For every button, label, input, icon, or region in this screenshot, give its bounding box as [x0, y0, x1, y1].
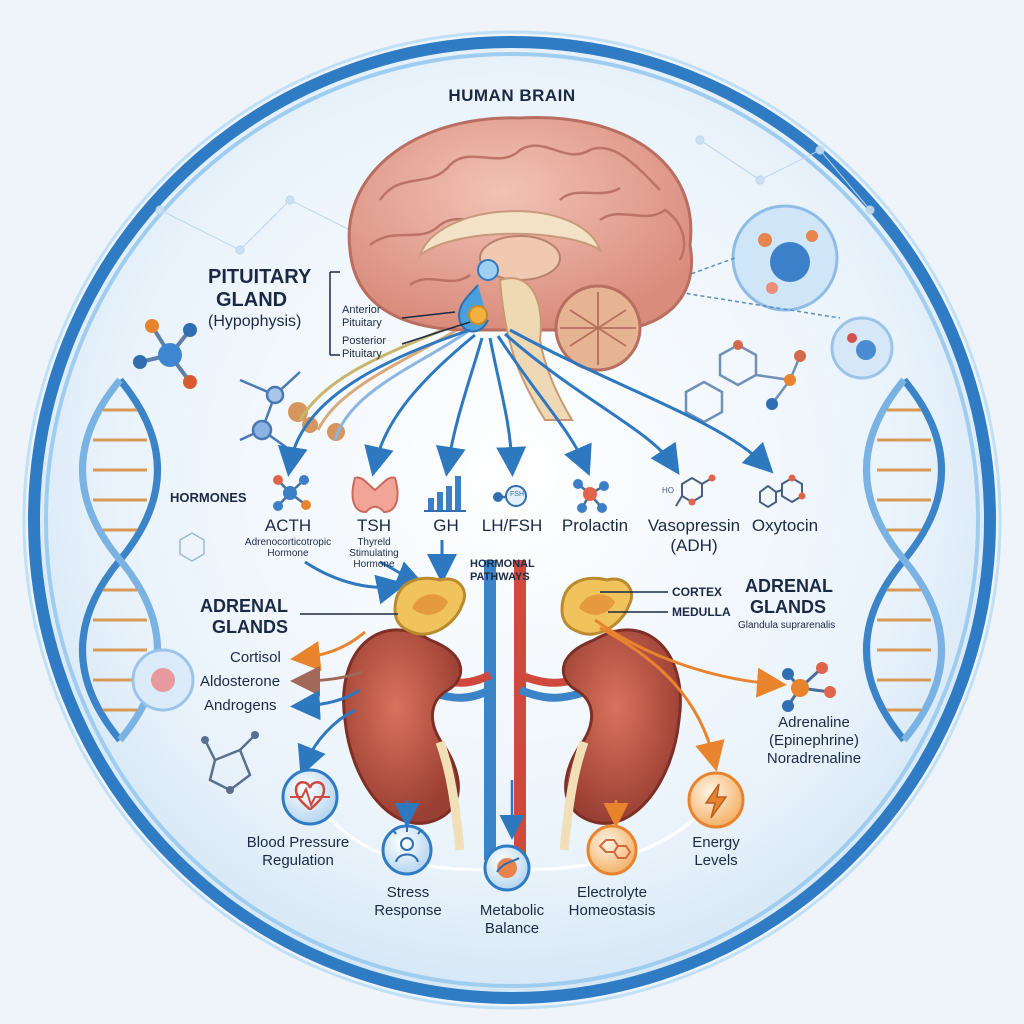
- hormone-vasopressin-adh: (ADH): [670, 536, 718, 555]
- effect-electrolyte-line1: Electrolyte: [576, 884, 648, 901]
- blood-vessels: [428, 560, 587, 860]
- effect-metabolic-line2: Balance: [484, 920, 540, 937]
- hormone-acth-sub2: Hormone: [267, 548, 309, 559]
- neuron-illustration: [239, 371, 345, 452]
- medulla-output-arrows: [594, 618, 787, 772]
- aldosterone-label: Aldosterone: [200, 673, 281, 690]
- posterior-pituitary-line1: Posterior: [342, 335, 387, 347]
- hormone-tsh-sub1: Thyreld: [357, 537, 391, 548]
- adrenal-right-line1: ADRENAL: [745, 576, 833, 596]
- androgens-label: Androgens: [204, 697, 277, 714]
- effect-arrows: [394, 780, 629, 840]
- hormones-label: HORMONES: [170, 490, 247, 505]
- hormone-tsh-sub2: Stimulating: [349, 548, 399, 559]
- adrenal-leader-lines: [300, 591, 668, 615]
- hormone-prolactin: Prolactin: [561, 516, 629, 535]
- network-background: [155, 135, 875, 255]
- vasopressin-ring-icon: [675, 474, 716, 507]
- pituitary-subtitle: (Hypophysis): [208, 313, 302, 330]
- adrenaline-molecule-icon: [782, 662, 836, 712]
- fsh-icon-text: FSH: [510, 491, 524, 498]
- hormonal-pathways-line2: PATHWAYS: [470, 571, 530, 583]
- hormone-tsh-sub3: Hormone: [353, 559, 395, 570]
- prolactin-molecule-icon: [573, 479, 609, 513]
- effect-energy-line1: Energy: [692, 834, 740, 851]
- epinephrine-label: (Epinephrine): [768, 732, 860, 749]
- hormone-icons: [273, 474, 806, 514]
- page-title: HUMAN BRAIN: [448, 86, 576, 105]
- lh-fsh-icon: [493, 485, 527, 507]
- pituitary-bracket: [329, 271, 471, 356]
- hormone-arrows: [277, 328, 774, 477]
- hormone-acth-sub1: Adrenocorticotropic: [244, 537, 332, 548]
- effect-blood-pressure-line1: Blood Pressure: [246, 834, 350, 851]
- right-kidney: [559, 628, 682, 851]
- anterior-pituitary-line1: Anterior: [342, 304, 381, 316]
- frame-ring: [28, 36, 996, 1004]
- hormone-oxytocin: Oxytocin: [751, 516, 819, 535]
- molecule-decoration-left: [133, 319, 197, 389]
- pituitary-gland: [468, 305, 488, 325]
- effect-blood-pressure-line2: Regulation: [262, 852, 334, 869]
- acth-molecule-icon: [273, 475, 311, 511]
- cell-illustration: [651, 204, 894, 380]
- posterior-pituitary-line2: Pituitary: [342, 348, 382, 360]
- lightning-icon: [687, 771, 745, 829]
- effect-stress-line2: Response: [374, 902, 442, 919]
- hexagon-molecule-icon: [586, 824, 638, 876]
- hormone-gh: GH: [433, 516, 459, 535]
- cortisol-label: Cortisol: [230, 649, 281, 666]
- pituitary-title-line1: PITUITARY: [208, 266, 312, 288]
- adrenal-left-line2: GLANDS: [212, 617, 288, 637]
- hormone-lh-fsh: LH/FSH: [481, 516, 543, 535]
- molecule-decoration-right: [684, 340, 806, 424]
- noradrenaline-label: Noradrenaline: [766, 750, 862, 767]
- dna-helix-right: [863, 377, 945, 743]
- adrenaline-label: Adrenaline: [778, 714, 850, 731]
- heart-pulse-icon: [281, 768, 339, 826]
- left-kidney: [342, 628, 465, 851]
- person-stress-icon: [381, 824, 433, 876]
- oxytocin-ring-icon: [759, 474, 806, 509]
- medulla-label: MEDULLA: [672, 605, 731, 619]
- hormone-acth: ACTH: [264, 516, 312, 535]
- effect-electrolyte-line2: Homeostasis: [568, 902, 656, 919]
- effect-icons: [281, 768, 745, 892]
- adrenal-right-line2: GLANDS: [750, 597, 826, 617]
- cell-icon: [483, 844, 531, 892]
- adrenal-latin-name: Glandula suprarenalis: [738, 620, 836, 631]
- hormone-vasopressin: Vasopressin: [647, 516, 741, 535]
- pituitary-title-line2: GLAND: [216, 289, 288, 311]
- thyroid-icon: [351, 476, 399, 514]
- gh-bar-icon: [424, 476, 466, 512]
- hormonal-pathways-line1: HORMONAL: [470, 558, 535, 570]
- vasopressin-icon-text: HO: [662, 486, 674, 495]
- effect-stress-line1: Stress: [386, 884, 430, 901]
- human-brain: [347, 115, 693, 421]
- hormone-tsh: TSH: [357, 516, 391, 535]
- adrenal-left-line1: ADRENAL: [200, 596, 288, 616]
- left-decorative-molecules: [131, 532, 259, 794]
- effect-metabolic-line1: Metabolic: [479, 902, 545, 919]
- cortex-label: CORTEX: [672, 585, 723, 599]
- effect-energy-line2: Levels: [694, 852, 738, 869]
- anterior-pituitary-line2: Pituitary: [342, 317, 382, 329]
- cortex-output-arrows: [290, 630, 366, 777]
- left-adrenal-gland: [393, 576, 466, 636]
